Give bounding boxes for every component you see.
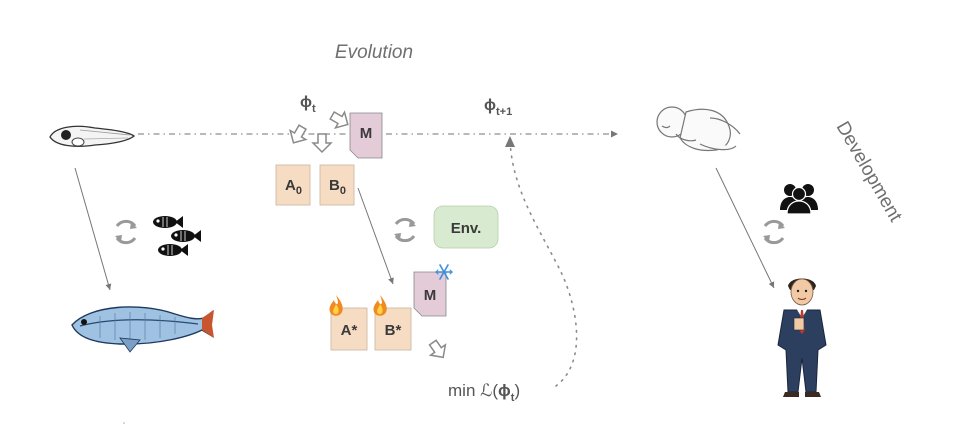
larva-to-fish-arrow <box>74 167 112 291</box>
fish-school-icon <box>152 215 202 257</box>
businessman-icon <box>777 278 827 397</box>
hollow-arrow-to-b0 <box>312 133 332 153</box>
phi-t1-label: ϕt+1 <box>484 97 512 118</box>
people-group-icon <box>780 184 818 215</box>
hollow-arrow-to-a0 <box>284 121 312 149</box>
cycle-arrows-icon <box>113 219 139 245</box>
stray-dot <box>123 422 125 424</box>
hollow-arrow-to-m <box>326 106 354 134</box>
fish-larva-icon <box>49 125 136 147</box>
snowflake-icon <box>435 264 453 280</box>
evolution-label: Evolution <box>335 42 413 63</box>
m-top-box: M <box>349 112 383 159</box>
svg-text:M: M <box>360 125 373 142</box>
loss-label: min ℒ(ϕt) <box>448 381 520 404</box>
adult-fish-icon <box>71 306 214 353</box>
b0-to-training-arrow <box>357 187 394 285</box>
hollow-arrow-to-loss <box>424 336 452 364</box>
cycle-arrows-icon <box>392 217 418 243</box>
m-bottom-box: M <box>413 271 447 317</box>
b0-box: B0 <box>319 164 355 206</box>
svg-text:Env.: Env. <box>451 220 482 237</box>
env-box: Env. <box>433 205 499 249</box>
baby-icon <box>656 106 741 152</box>
loss-to-phi-arrowhead <box>505 136 515 147</box>
baby-to-adult-arrow <box>715 167 775 289</box>
svg-text:A*: A* <box>341 322 358 339</box>
loss-to-phi-dotted-arrow <box>509 139 578 387</box>
flame-icon <box>329 295 343 316</box>
a0-box: A0 <box>275 164 311 206</box>
a-star-box: A* <box>330 307 368 351</box>
development-label: Development <box>832 118 907 226</box>
flame-icon <box>373 295 387 316</box>
svg-text:M: M <box>424 287 437 304</box>
cycle-arrows-icon <box>761 219 787 245</box>
phi-t-label: ϕt <box>300 94 316 115</box>
svg-text:A0: A0 <box>285 177 302 197</box>
svg-text:B0: B0 <box>329 177 346 197</box>
svg-text:B*: B* <box>385 322 402 339</box>
